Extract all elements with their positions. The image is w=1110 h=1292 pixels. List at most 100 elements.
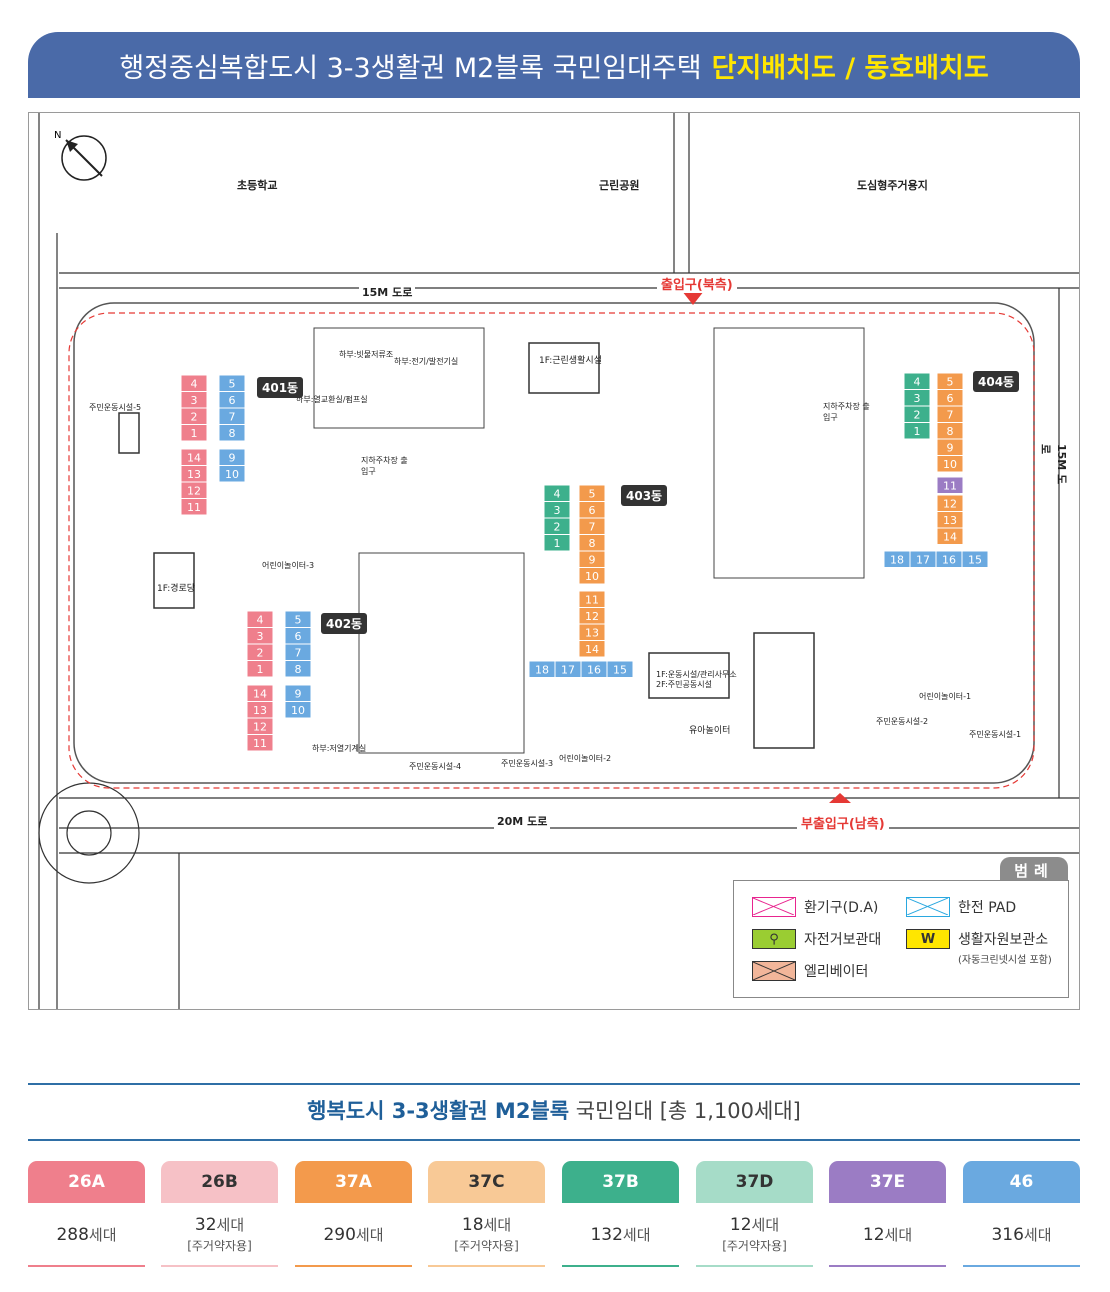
suffix-37a: 세대 [355, 1225, 384, 1244]
note-26b: [주거약자용] [187, 1239, 252, 1253]
suffix-37c: 세대 [483, 1216, 512, 1234]
unit-count-37c: 18세대 [주거약자용] [428, 1203, 545, 1265]
kepco-pad-icon [906, 897, 950, 917]
unit-number: 5 [589, 487, 596, 500]
building-label-403: 403동 [621, 485, 668, 506]
unit-number: 13 [585, 626, 599, 639]
unit-number: 10 [943, 458, 957, 471]
unit-type-46: 46 316세대 [963, 1161, 1080, 1267]
unit-cell [578, 640, 606, 658]
unit-number: 2 [191, 410, 198, 423]
unit-number: 3 [257, 630, 264, 643]
unit-cell [606, 660, 634, 678]
count-37c: 18 [461, 1215, 484, 1235]
unit-type-37c: 37C 18세대 [주거약자용] [428, 1161, 545, 1267]
note-37c: [주거약자용] [454, 1239, 519, 1253]
unit-number: 11 [253, 737, 267, 750]
unit-number: 12 [187, 484, 201, 497]
unit-rule-37a [295, 1265, 412, 1267]
unit-number: 9 [947, 441, 954, 454]
count-26a: 288 [56, 1224, 89, 1245]
unit-number: 7 [295, 646, 302, 659]
unit-number: 4 [914, 375, 921, 388]
label-daycare: 유아놀이터 [689, 726, 731, 736]
unit-cell [936, 476, 964, 494]
legend: 환기구(D.A) 한전 PAD ⚲ 자전거보관대 W 생활자원보관소 (자동크린… [733, 880, 1069, 998]
unit-cell [961, 550, 989, 568]
unit-chip-37c: 37C [428, 1161, 545, 1203]
unit-type-37d: 37D 12세대 [주거약자용] [696, 1161, 813, 1267]
label-south-road: 20M 도로 [494, 813, 551, 829]
unit-cell [578, 567, 606, 585]
unit-number: 6 [589, 504, 596, 517]
parking-lots [313, 327, 865, 754]
unit-number: 10 [291, 704, 305, 717]
unit-number: 5 [295, 613, 302, 626]
unit-cell [180, 424, 208, 442]
label-fitness-2: 주민운동시설-2 [876, 717, 929, 726]
north-entrance: 출입구(북측) [657, 274, 737, 293]
label-playground-1: 어린이놀이터-1 [919, 692, 972, 701]
unit-rule-37d [696, 1265, 813, 1267]
unit-cell [246, 734, 274, 752]
count-37e: 12 [862, 1224, 885, 1245]
unit-type-37e: 37E 12세대 [829, 1161, 946, 1267]
label-underground-3: 하부:열교환실/펌프실 [296, 395, 368, 404]
unit-type-26a: 26A 288세대 [28, 1161, 145, 1267]
unit-type-37a: 37A 290세대 [295, 1161, 412, 1267]
suffix-37e: 세대 [884, 1225, 913, 1244]
unit-number: 1 [257, 663, 264, 676]
unit-chip-37e: 37E [829, 1161, 946, 1203]
unit-number: 9 [295, 687, 302, 700]
page-title: 행정중심복합도시 3-3생활권 M2블록 국민임대주택 단지배치도 / 동호배치… [28, 32, 1080, 98]
unit-cell [936, 455, 964, 473]
suffix-37b: 세대 [622, 1225, 651, 1244]
unit-number: 4 [257, 613, 264, 626]
legend-kepco: 한전 PAD [906, 897, 1016, 917]
unit-cell [218, 465, 246, 483]
unit-cell [936, 527, 964, 545]
unit-number: 16 [942, 553, 956, 566]
north-entrance-marker [682, 291, 704, 305]
unit-cell [180, 498, 208, 516]
label-east-road: 15M 도로 [1039, 444, 1068, 485]
unit-number: 18 [535, 663, 549, 676]
label-playground-2: 어린이놀이터-2 [559, 754, 612, 763]
unit-cell [218, 424, 246, 442]
building-label-402: 402동 [321, 613, 368, 634]
exhaust-icon [752, 897, 796, 917]
site-plan: N 43215678141312119104321567814131211910… [38, 113, 1079, 1009]
note-37d: [주거약자용] [722, 1239, 787, 1253]
label-parking-entrance-1: 지하주차장 출입구 [361, 456, 408, 476]
north-arrow-icon: N [54, 130, 107, 181]
label-fitness-4: 주민운동시설-4 [409, 762, 462, 771]
unit-cell [903, 422, 931, 440]
count-37b: 132 [590, 1224, 623, 1245]
unit-chip-37a: 37A [295, 1161, 412, 1203]
unit-number: 8 [589, 537, 596, 550]
unit-number: 3 [554, 504, 561, 517]
count-37d: 12 [729, 1215, 752, 1235]
unit-count-37a: 290세대 [295, 1203, 412, 1265]
unit-count-26b: 32세대 [주거약자용] [161, 1203, 278, 1265]
legend-waste-note: (자동크린넷시설 포함) [958, 955, 1052, 966]
suffix-26a: 세대 [88, 1225, 117, 1244]
unit-number: 2 [257, 646, 264, 659]
facility-outlines [118, 342, 815, 749]
unit-number: 6 [295, 630, 302, 643]
summary-title-bold: 행복도시 3-3생활권 M2블록 [307, 1099, 570, 1123]
site-boundary [73, 302, 1035, 784]
unit-cell [543, 534, 571, 552]
unit-number: 8 [947, 425, 954, 438]
count-26b: 32 [194, 1215, 217, 1235]
unit-number: 7 [229, 410, 236, 423]
unit-number: 14 [585, 643, 599, 656]
unit-number: 11 [585, 593, 599, 606]
suffix-37d: 세대 [751, 1216, 780, 1234]
label-underground-1: 하부:빗물저류조 [339, 350, 394, 359]
unit-number: 10 [585, 570, 599, 583]
unit-number: 13 [187, 468, 201, 481]
legend-tab: 범례 [1000, 857, 1068, 883]
unit-number: 14 [187, 451, 201, 464]
